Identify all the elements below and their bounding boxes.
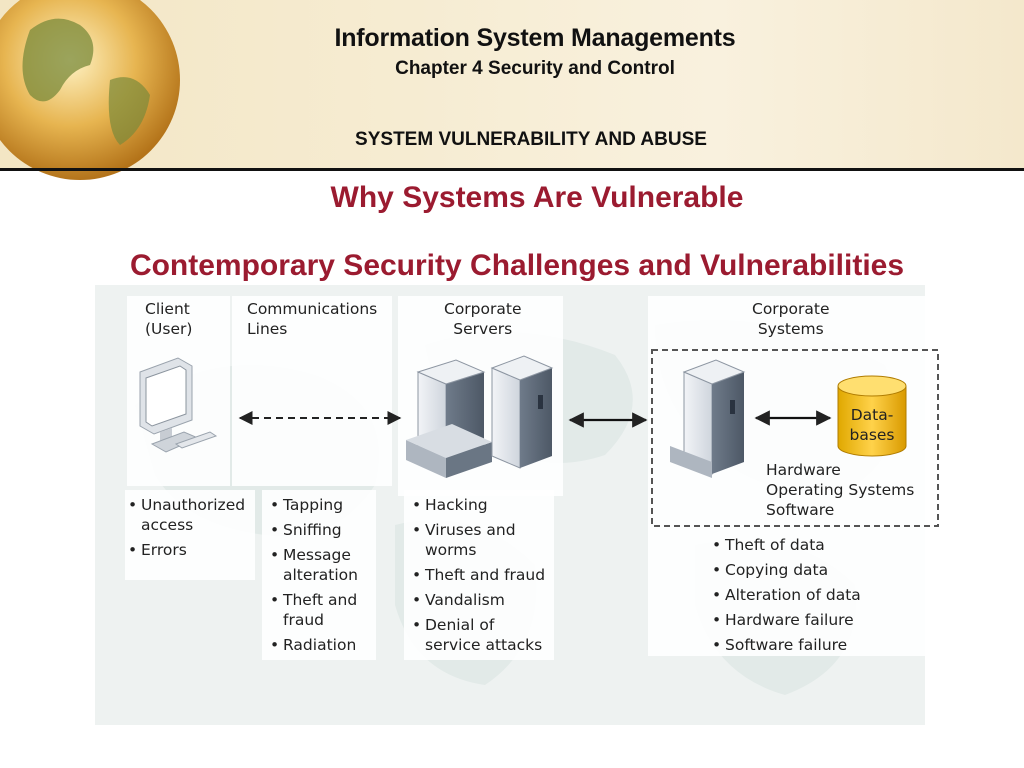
list-item: Unauthorized access	[128, 495, 254, 535]
systems-risk-list: Theft of data Copying data Alteration of…	[712, 535, 912, 660]
list-item: Message alteration	[270, 545, 380, 585]
lines-panel	[232, 296, 392, 486]
systems-software-label: Software	[766, 501, 834, 519]
server-tower-icon	[490, 355, 554, 469]
label-corporate-servers: Corporate Servers	[444, 300, 522, 338]
corporate-systems-box	[651, 349, 939, 527]
list-item: Errors	[128, 540, 254, 560]
list-item: Sniffing	[270, 520, 380, 540]
label-corporate-systems: Corporate Systems	[752, 300, 830, 338]
list-item: Theft and fraud	[270, 590, 380, 630]
section-title: SYSTEM VULNERABILITY AND ABUSE	[355, 129, 707, 150]
label-client: Client (User)	[145, 300, 193, 338]
list-item: Theft of data	[712, 535, 912, 555]
list-item: Denial of service attacks	[412, 615, 557, 655]
list-item: Radiation	[270, 635, 380, 655]
list-item: Alteration of data	[712, 585, 912, 605]
client-risk-list: Unauthorized access Errors	[128, 495, 254, 565]
list-item: Hacking	[412, 495, 557, 515]
database-label-1: Data-	[851, 406, 894, 424]
database-cylinder-icon: Data- bases	[837, 375, 907, 457]
systems-os-label: Operating Systems	[766, 481, 914, 499]
server-tower-icon	[670, 359, 746, 478]
list-item: Hardware failure	[712, 610, 912, 630]
list-item: Theft and fraud	[412, 565, 557, 585]
database-label-2: bases	[849, 426, 894, 444]
servers-risk-list: Hacking Viruses and worms Theft and frau…	[412, 495, 557, 660]
header-divider	[0, 168, 1024, 171]
label-communications-lines: Communications Lines	[247, 300, 378, 338]
computer-monitor-icon	[139, 357, 218, 453]
lines-risk-list: Tapping Sniffing Message alteration Thef…	[270, 495, 380, 660]
slide-title: Why Systems Are Vulnerable	[330, 181, 744, 214]
list-item: Copying data	[712, 560, 912, 580]
list-item: Vandalism	[412, 590, 557, 610]
header-band: Information System Managements Chapter 4…	[0, 0, 1024, 180]
list-item: Software failure	[712, 635, 912, 655]
server-tower-icon	[406, 359, 492, 478]
globe-icon	[0, 0, 180, 180]
chapter-title: Chapter 4 Security and Control	[395, 58, 675, 79]
list-item: Viruses and worms	[412, 520, 557, 560]
list-item: Tapping	[270, 495, 380, 515]
systems-hardware-label: Hardware	[766, 461, 841, 479]
slide-subtitle: Contemporary Security Challenges and Vul…	[129, 249, 905, 282]
course-title: Information System Managements	[334, 24, 736, 52]
